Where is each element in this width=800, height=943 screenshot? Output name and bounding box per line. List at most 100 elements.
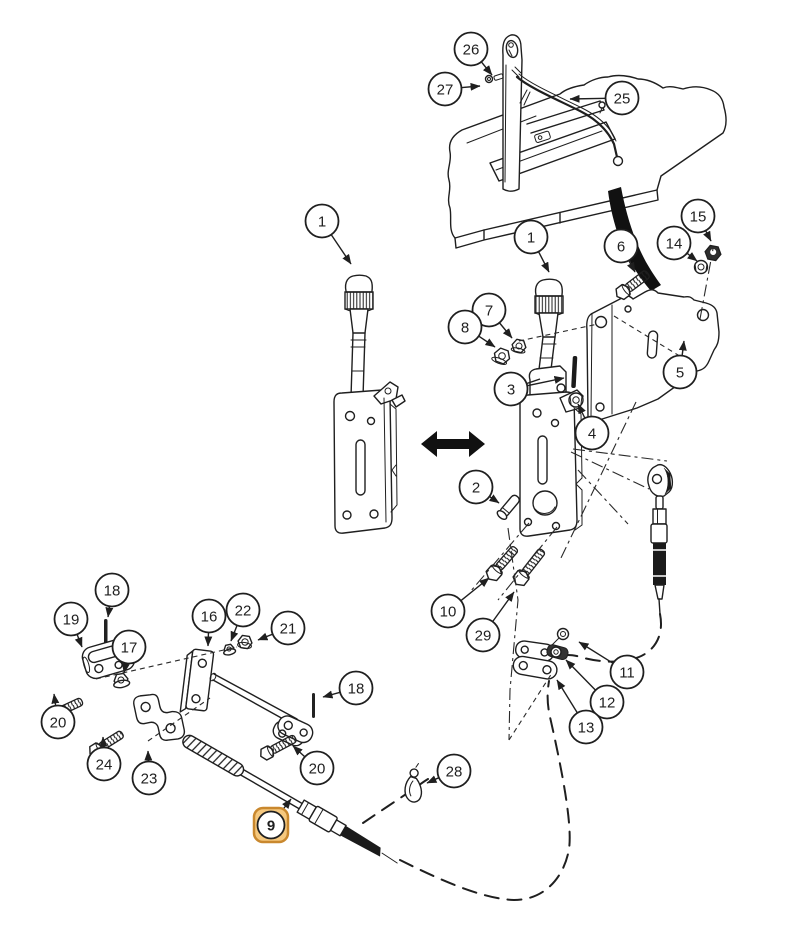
callout-19[interactable]: 19 bbox=[53, 601, 89, 648]
callout-number: 3 bbox=[507, 382, 515, 399]
callout-circle bbox=[256, 810, 286, 840]
brake-cable-9 bbox=[182, 680, 571, 902]
callout-circle bbox=[458, 469, 494, 505]
callout-20[interactable]: 20 bbox=[40, 693, 76, 740]
callout-number: 7 bbox=[485, 303, 493, 320]
callout-circle bbox=[680, 198, 716, 234]
callout-circle bbox=[471, 292, 507, 328]
callout-leader bbox=[257, 632, 274, 641]
callout-circle bbox=[338, 670, 374, 706]
callout-leader bbox=[491, 591, 515, 623]
callout-leader bbox=[703, 229, 712, 242]
callout-15[interactable]: 15 bbox=[680, 198, 716, 242]
callout-18[interactable]: 18 bbox=[322, 670, 374, 706]
callout-21[interactable]: 21 bbox=[257, 610, 306, 646]
hook-28 bbox=[404, 763, 423, 803]
callout-25[interactable]: 25 bbox=[569, 80, 640, 116]
callout-leader bbox=[525, 378, 541, 385]
callout-1[interactable]: 1 bbox=[513, 219, 550, 273]
callout-18[interactable]: 18 bbox=[94, 572, 130, 618]
callout-5[interactable]: 5 bbox=[662, 340, 698, 390]
callout-28[interactable]: 28 bbox=[426, 753, 472, 789]
callout-number: 8 bbox=[461, 320, 469, 337]
callout-number: 4 bbox=[588, 426, 596, 443]
callout-number: 22 bbox=[235, 603, 252, 620]
callout-leader bbox=[578, 641, 615, 665]
callout-circle bbox=[40, 704, 76, 740]
callout-leader bbox=[230, 624, 239, 642]
callout-leader bbox=[74, 633, 83, 648]
callout-number: 16 bbox=[201, 609, 218, 626]
callout-circle bbox=[111, 629, 147, 665]
callout-3[interactable]: 3 bbox=[493, 371, 565, 407]
callout-leader bbox=[322, 690, 342, 699]
callout-leader bbox=[477, 335, 496, 348]
callout-number: 1 bbox=[318, 214, 326, 231]
callout-circle bbox=[86, 746, 122, 782]
bolt-10 bbox=[485, 546, 519, 582]
callout-7[interactable]: 7 bbox=[471, 292, 513, 339]
callout-leader bbox=[569, 94, 607, 103]
callout-number: 12 bbox=[599, 695, 616, 712]
callout-leader bbox=[488, 494, 500, 504]
pin-2 bbox=[496, 494, 520, 521]
callout-number: 23 bbox=[141, 771, 158, 788]
callout-number: 17 bbox=[121, 640, 138, 657]
callout-circle bbox=[662, 354, 698, 390]
washer-nut-14 bbox=[693, 259, 709, 275]
callout-leader bbox=[426, 775, 441, 784]
callout-leader bbox=[459, 577, 490, 602]
callout-10[interactable]: 10 bbox=[430, 577, 490, 629]
callout-number: 25 bbox=[614, 91, 631, 108]
platform-lever bbox=[484, 34, 624, 192]
callout-1[interactable]: 1 bbox=[304, 203, 352, 265]
callout-8[interactable]: 8 bbox=[447, 309, 496, 348]
callout-number: 2 bbox=[472, 480, 480, 497]
callout-circle bbox=[304, 203, 340, 239]
callout-leader bbox=[537, 250, 550, 273]
callout-leader bbox=[678, 340, 687, 357]
callout-20[interactable]: 20 bbox=[292, 745, 335, 786]
callout-circle bbox=[94, 572, 130, 608]
callout-9[interactable]: 9 bbox=[252, 798, 292, 844]
callout-14[interactable]: 14 bbox=[656, 225, 698, 262]
callout-circle bbox=[225, 592, 261, 628]
callout-leader bbox=[556, 679, 579, 715]
callout-leader bbox=[105, 605, 114, 618]
platform-lever-fasteners bbox=[484, 73, 504, 84]
callout-number: 14 bbox=[666, 236, 683, 253]
callout-2[interactable]: 2 bbox=[458, 469, 500, 505]
callout-circle bbox=[609, 654, 645, 690]
bolt-29 bbox=[512, 548, 546, 587]
callout-17[interactable]: 17 bbox=[111, 629, 147, 674]
hand-lever-left bbox=[333, 274, 406, 534]
callout-leader bbox=[460, 82, 481, 91]
callout-circle bbox=[603, 228, 639, 264]
callout-circle bbox=[191, 598, 227, 634]
cable-links bbox=[512, 627, 570, 680]
callout-27[interactable]: 27 bbox=[427, 71, 481, 107]
callout-13[interactable]: 13 bbox=[556, 679, 604, 745]
callout-22[interactable]: 22 bbox=[225, 592, 261, 642]
callout-circle bbox=[604, 80, 640, 116]
callout-29[interactable]: 29 bbox=[465, 591, 515, 653]
callout-6[interactable]: 6 bbox=[603, 228, 639, 273]
callout-number: 26 bbox=[463, 42, 480, 59]
mounting-bracket-5 bbox=[586, 289, 720, 423]
callout-12[interactable]: 12 bbox=[565, 659, 625, 720]
callout-number: 28 bbox=[446, 764, 463, 781]
callout-leader bbox=[626, 259, 636, 273]
callout-circle bbox=[465, 617, 501, 653]
callout-leader bbox=[480, 60, 493, 76]
callout-circle bbox=[131, 760, 167, 796]
callout-4[interactable]: 4 bbox=[574, 403, 610, 451]
callout-16[interactable]: 16 bbox=[191, 598, 227, 647]
callout-26[interactable]: 26 bbox=[453, 31, 493, 76]
callout-24[interactable]: 24 bbox=[86, 736, 122, 782]
callout-circle bbox=[513, 219, 549, 255]
callout-circle bbox=[568, 709, 604, 745]
callout-11[interactable]: 11 bbox=[578, 641, 645, 690]
callout-number: 10 bbox=[440, 604, 457, 621]
callout-23[interactable]: 23 bbox=[131, 750, 167, 796]
